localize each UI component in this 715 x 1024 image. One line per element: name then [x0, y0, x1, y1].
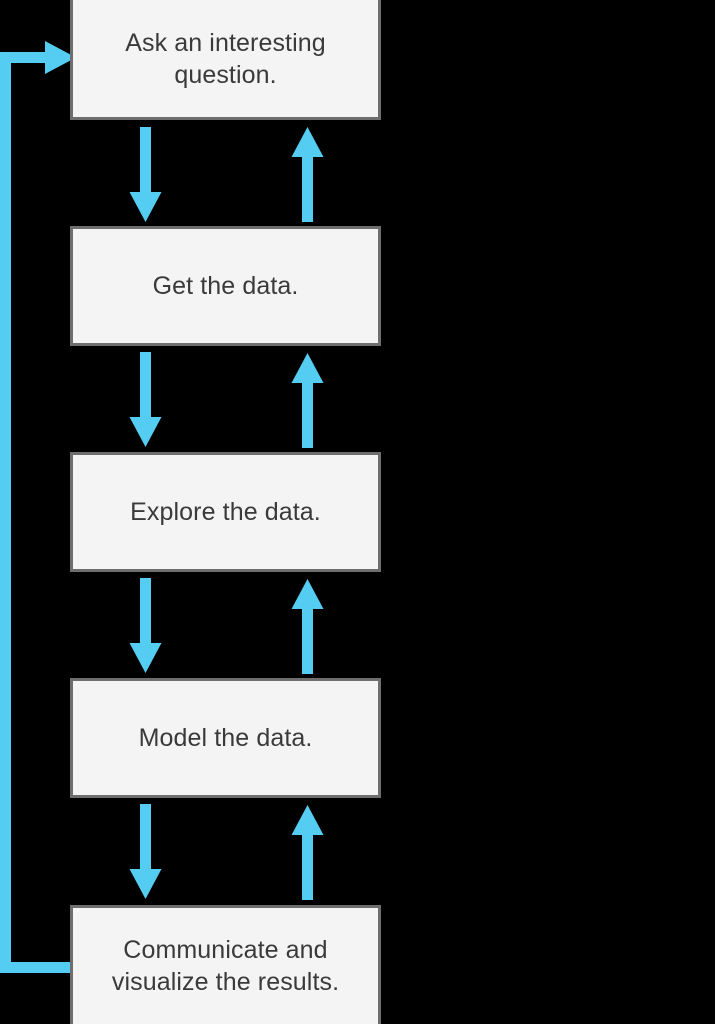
arrow-communicate-to-ask-loop — [0, 41, 76, 973]
arrow-communicate-to-model — [291, 805, 324, 900]
node-label: Ask an interesting question. — [125, 28, 326, 89]
node-get-the-data[interactable]: Get the data. — [70, 226, 381, 346]
arrow-model-to-explore — [291, 579, 324, 674]
arrow-get-to-ask — [291, 127, 324, 222]
arrow-explore-to-model — [129, 578, 162, 673]
node-model-the-data[interactable]: Model the data. — [70, 678, 381, 798]
node-label: Explore the data. — [130, 498, 321, 526]
arrow-get-to-explore — [129, 352, 162, 447]
node-explore-the-data[interactable]: Explore the data. — [70, 452, 381, 572]
arrow-ask-to-get — [129, 127, 162, 222]
node-ask-an-interesting-question[interactable]: Ask an interesting question. — [70, 0, 381, 120]
arrow-explore-to-get — [291, 353, 324, 448]
node-label: Communicate and visualize the results. — [111, 936, 340, 996]
node-label: Get the data. — [152, 272, 299, 300]
node-communicate-and-visualize-the-results[interactable]: Communicate and visualize the results. — [70, 905, 381, 1024]
node-label: Model the data. — [138, 724, 313, 752]
arrow-model-to-communicate — [129, 804, 162, 899]
